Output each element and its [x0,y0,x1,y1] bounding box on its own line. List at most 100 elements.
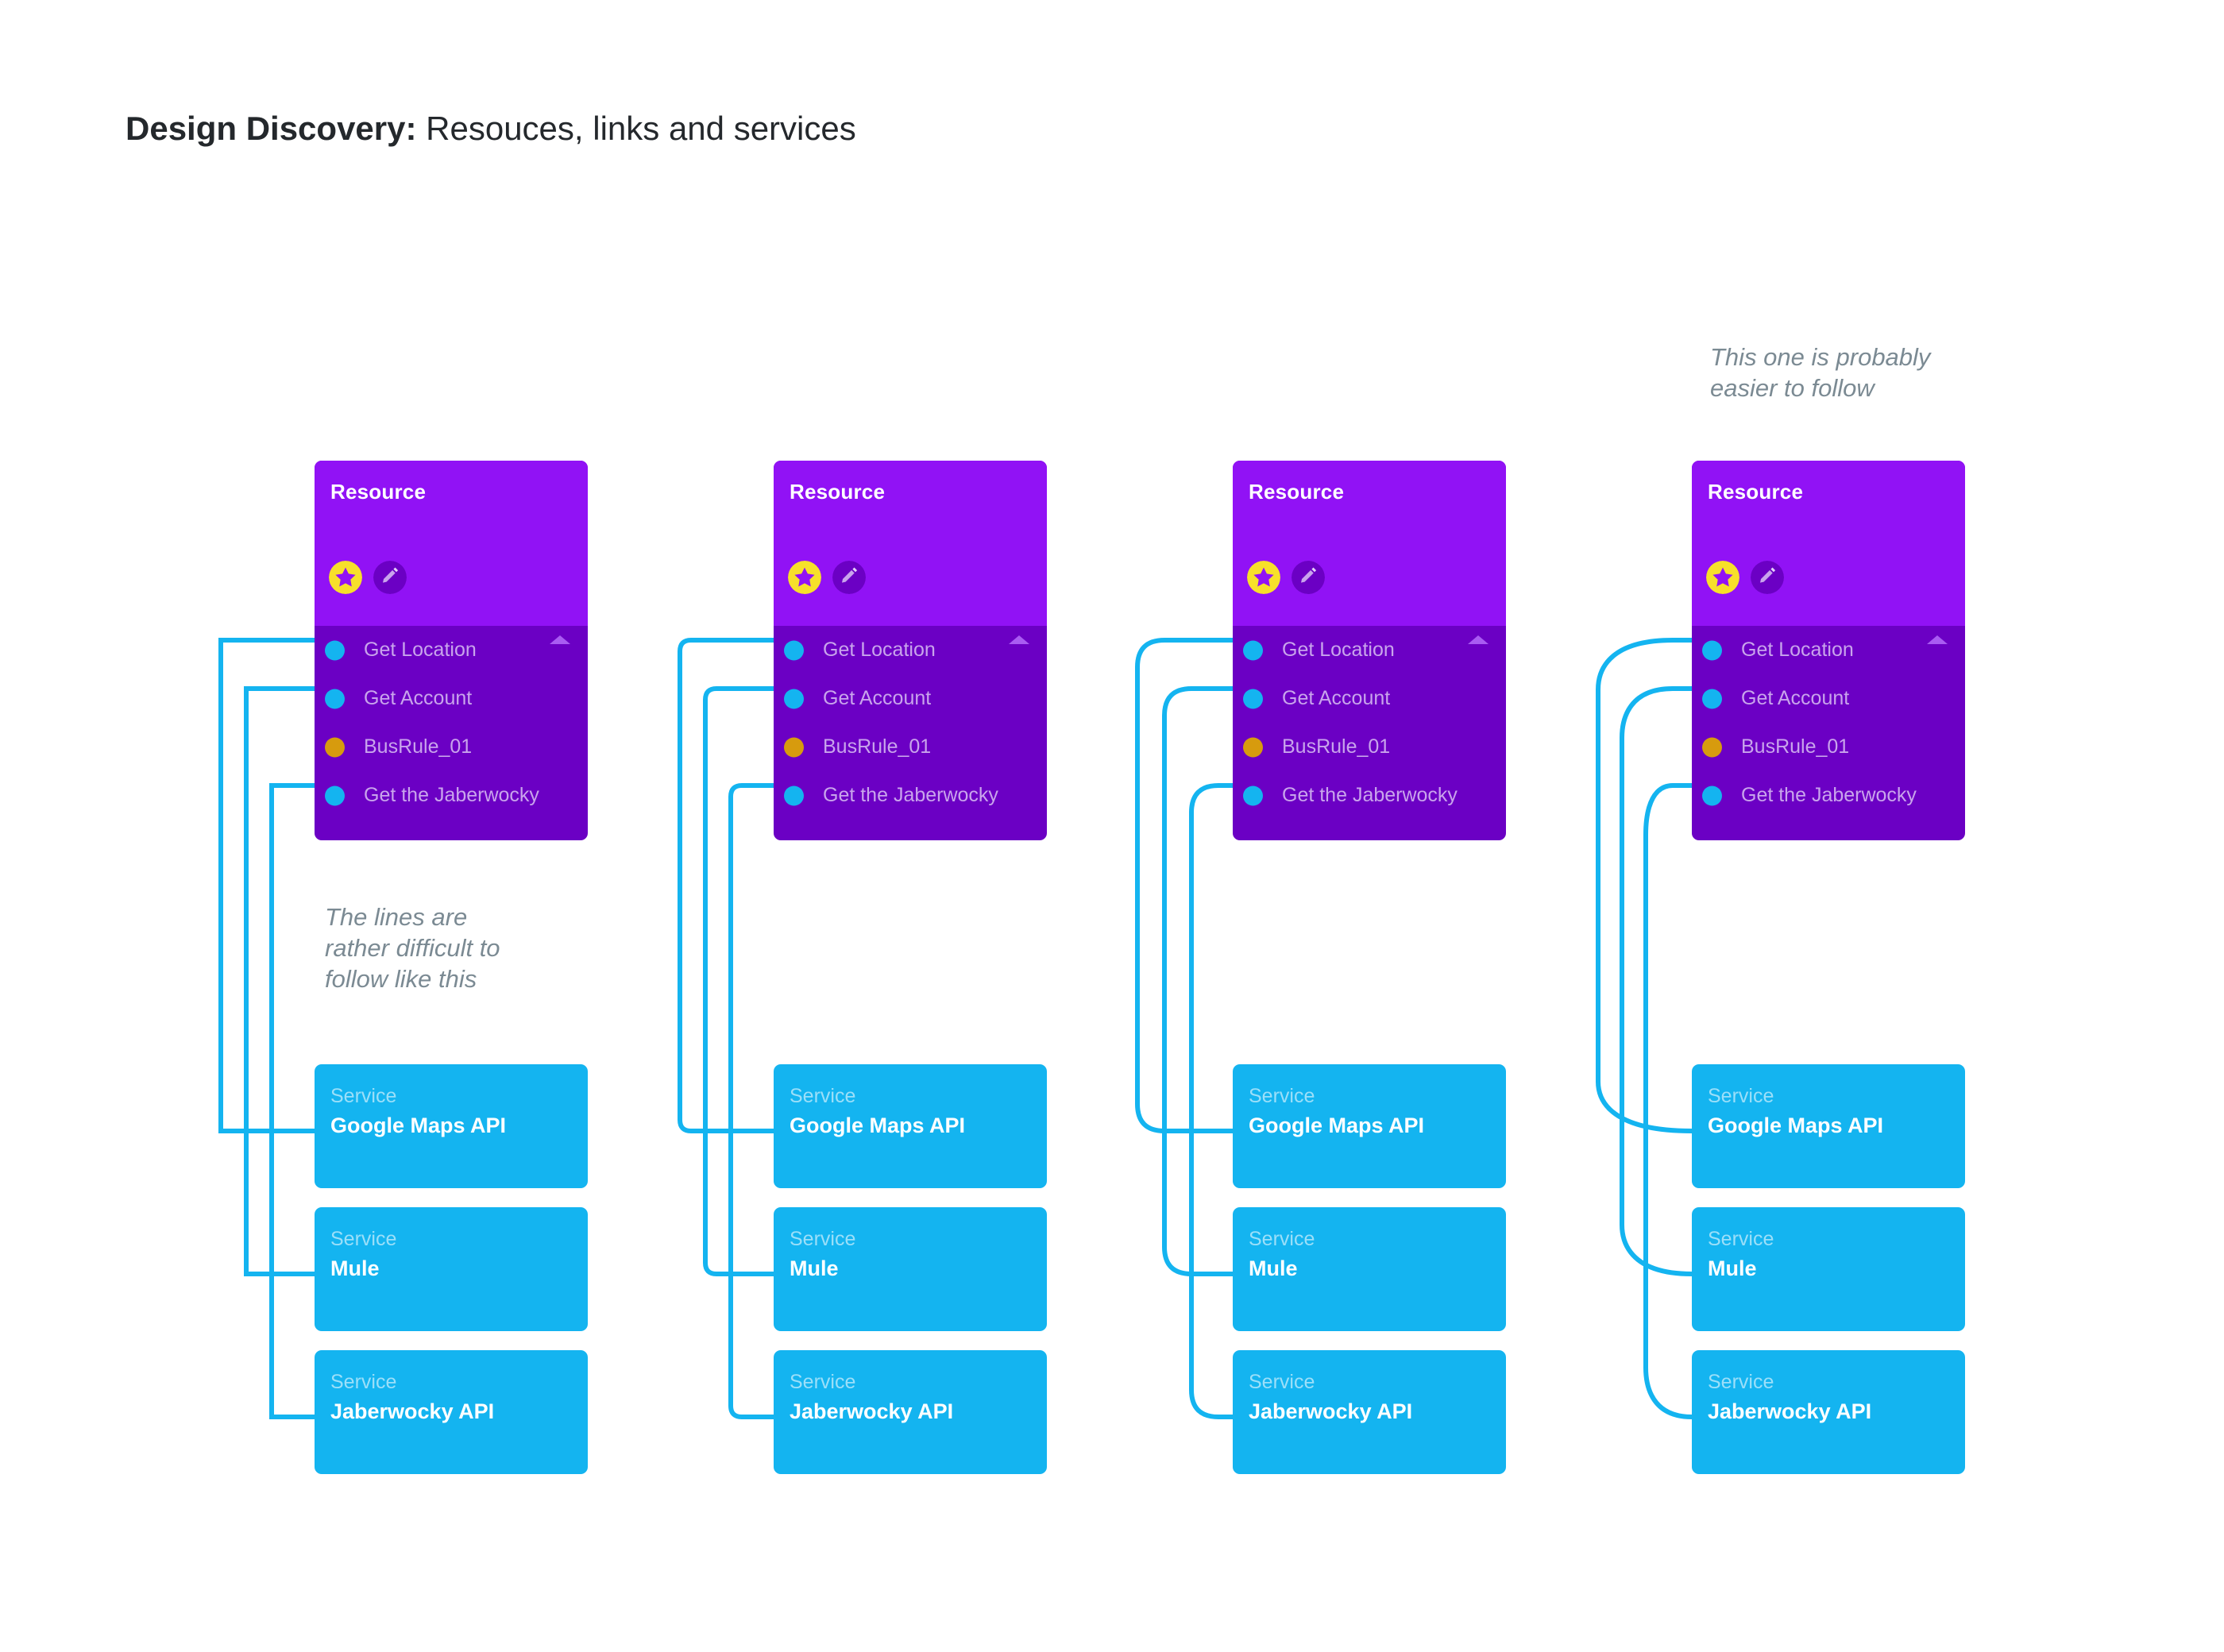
favorite-star-icon[interactable] [1706,561,1739,594]
resource-operation-row[interactable]: Get Location [315,626,588,674]
business-rule-dot-icon[interactable] [1243,737,1263,757]
operation-port-dot-icon[interactable] [1243,689,1263,708]
resource-operation-row[interactable]: Get Location [774,626,1047,674]
operation-port-dot-icon[interactable] [1243,785,1263,805]
favorite-star-icon[interactable] [329,561,362,594]
resource-operation-label: Get Account [364,687,473,709]
service-card-name: Mule [330,1256,380,1280]
resource-operation-row[interactable]: Get Location [1692,626,1965,674]
resource-operation-row[interactable]: BusRule_01 [1233,723,1506,771]
resource-operation-row[interactable]: BusRule_01 [315,723,588,771]
resource-operation-label: Get Location [1282,639,1395,661]
resource-operation-row[interactable]: Get Account [1233,674,1506,723]
resource-operation-label: BusRule_01 [1741,735,1850,758]
resource-operation-label: Get the Jaberwocky [1741,784,1917,806]
operation-port-dot-icon[interactable] [325,640,345,660]
resource-card-title: Resource [790,480,886,504]
service-card-kind-label: Service [1249,1085,1315,1107]
service-card-kind-label: Service [790,1085,856,1107]
caret-up-icon[interactable] [1009,635,1029,644]
business-rule-dot-icon[interactable] [325,737,345,757]
edit-pencil-icon[interactable] [373,561,407,594]
page-title: Design Discovery: Resouces, links and se… [125,108,856,149]
resource-operation-label: Get Account [823,687,932,709]
resource-card-title: Resource [1708,480,1804,504]
resource-operation-row[interactable]: Get the Jaberwocky [315,771,588,820]
service-card-kind-label: Service [1249,1371,1315,1393]
resource-operation-row[interactable]: Get the Jaberwocky [1233,771,1506,820]
service-card-kind-label: Service [790,1228,856,1250]
caret-up-icon[interactable] [1468,635,1488,644]
resource-card-title: Resource [1249,480,1345,504]
edit-pencil-icon[interactable] [1292,561,1325,594]
edit-pencil-icon[interactable] [1751,561,1784,594]
favorite-star-icon[interactable] [1247,561,1280,594]
operation-port-dot-icon[interactable] [1702,689,1722,708]
resource-operation-row[interactable]: BusRule_01 [1692,723,1965,771]
edit-pencil-icon[interactable] [832,561,866,594]
resource-operation-row[interactable]: Get Account [315,674,588,723]
annotation-lines-difficult: The lines are rather difficult to follow… [325,903,500,993]
resource-operation-row[interactable]: Get Location [1233,626,1506,674]
resource-operation-row[interactable]: Get Account [774,674,1047,723]
resource-operation-row[interactable]: BusRule_01 [774,723,1047,771]
service-card-name: Jaberwocky API [1708,1399,1872,1423]
service-card-kind-label: Service [330,1085,397,1107]
resource-operation-row[interactable]: Get the Jaberwocky [774,771,1047,820]
service-card-name: Google Maps API [330,1114,507,1137]
operation-port-dot-icon[interactable] [325,785,345,805]
service-card-kind-label: Service [1708,1371,1774,1393]
service-card-name: Mule [1708,1256,1757,1280]
resource-operation-row[interactable]: Get the Jaberwocky [1692,771,1965,820]
operation-port-dot-icon[interactable] [784,689,804,708]
resource-card-title: Resource [330,480,427,504]
service-card-kind-label: Service [1708,1085,1774,1107]
caret-up-icon[interactable] [1927,635,1948,644]
resource-card-actions [1247,561,1325,594]
resource-operation-label: Get the Jaberwocky [1282,784,1458,806]
resource-operation-label: Get Location [1741,639,1854,661]
resource-card-header: Resource [774,461,1047,626]
resource-card-header: Resource [1692,461,1965,626]
resource-operation-row[interactable]: Get Account [1692,674,1965,723]
service-card-name: Jaberwocky API [330,1399,495,1423]
operation-port-dot-icon[interactable] [1243,640,1263,660]
operation-port-dot-icon[interactable] [1702,785,1722,805]
operation-port-dot-icon[interactable] [325,689,345,708]
business-rule-dot-icon[interactable] [1702,737,1722,757]
operation-port-dot-icon[interactable] [784,640,804,660]
operation-port-dot-icon[interactable] [784,785,804,805]
business-rule-dot-icon[interactable] [784,737,804,757]
caret-up-icon[interactable] [550,635,570,644]
resource-operation-label: Get Location [823,639,936,661]
favorite-star-icon[interactable] [788,561,821,594]
resource-operation-label: Get Account [1282,687,1391,709]
resource-card-header: Resource [1233,461,1506,626]
resource-card-actions [788,561,866,594]
service-card-name: Mule [1249,1256,1298,1280]
operation-port-dot-icon[interactable] [1702,640,1722,660]
resource-operation-label: Get Account [1741,687,1850,709]
service-card-name: Jaberwocky API [790,1399,954,1423]
resource-card-header: Resource [315,461,588,626]
